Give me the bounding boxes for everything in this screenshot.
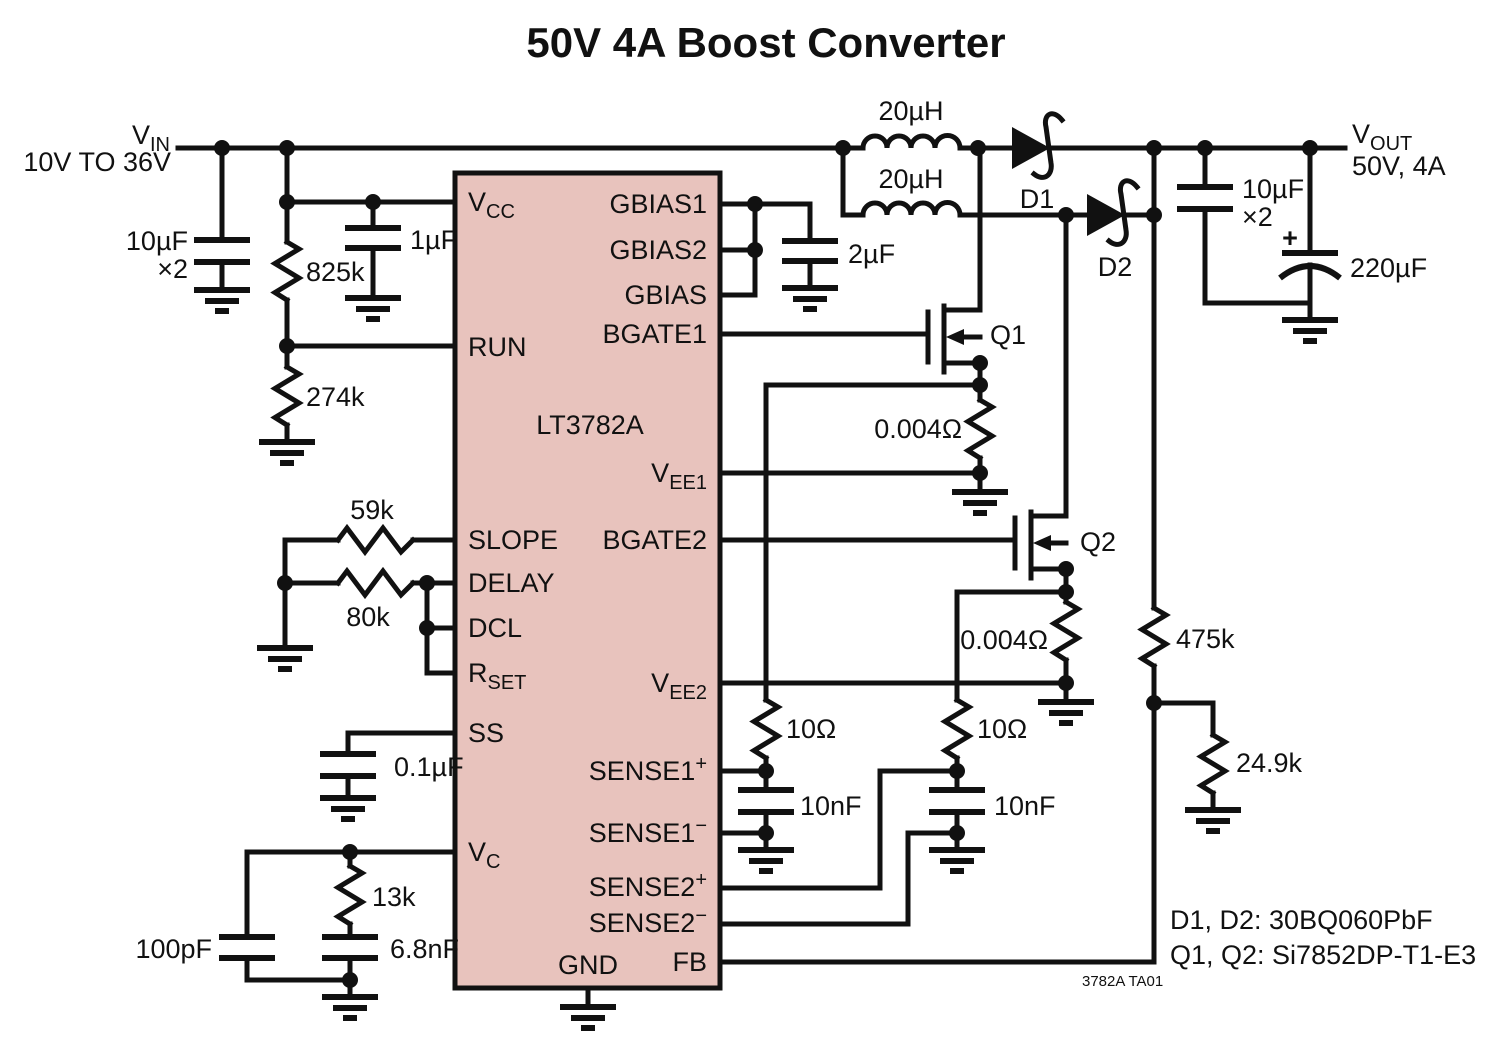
r825k-value: 825k [306, 257, 365, 287]
pin-gbias2: GBIAS2 [609, 235, 707, 265]
mosfet-q2 [1012, 509, 1069, 581]
r13k-value: 13k [372, 882, 416, 912]
cap-1uF [345, 225, 401, 251]
resistor-10ohm-2 [940, 696, 974, 762]
ic-part-number: LT3782A [536, 410, 644, 440]
doc-id: 3782A TA01 [1082, 973, 1163, 990]
vin-label: VIN [132, 120, 170, 156]
output-cap1-value: 10µF [1242, 174, 1304, 204]
c1uF-value: 1µF [410, 225, 457, 255]
pin-delay: DELAY [468, 568, 555, 598]
cap-2uF [782, 238, 838, 264]
vout-spec: 50V, 4A [1352, 151, 1446, 181]
resistor-sense1 [963, 396, 997, 462]
pin-dcl: DCL [468, 613, 522, 643]
ic-body-lt3782a [452, 170, 723, 991]
resistor-274k [270, 363, 304, 429]
pin-vcc: VCC [468, 187, 515, 223]
cap-6p8nF [322, 934, 378, 961]
pin-gbias1: GBIAS1 [609, 189, 707, 219]
ic-left-pin-labels: VCC RUN SLOPE DELAY DCL RSET SS VC [468, 187, 558, 873]
pin-vee2: VEE2 [651, 668, 707, 704]
mosfets [925, 303, 1069, 581]
rsense1-value: 0.004Ω [874, 414, 962, 444]
pin-gbias: GBIAS [624, 280, 707, 310]
c6p8nF-value: 6.8nF [390, 934, 459, 964]
pin-ss: SS [468, 718, 504, 748]
q2-ref: Q2 [1080, 527, 1116, 557]
pin-vee1: VEE1 [651, 458, 707, 494]
input-cap-value: 10µF [126, 226, 188, 256]
c10nF2-value: 10nF [994, 791, 1056, 821]
pin-gnd: GND [558, 950, 618, 980]
pin-sense2-minus: SENSE2− [589, 905, 707, 938]
pin-slope: SLOPE [468, 525, 558, 555]
cap-220uF-electrolytic [1278, 250, 1342, 281]
resistor-59k [334, 523, 417, 557]
resistor-10ohm-1 [749, 696, 783, 762]
r80k-value: 80k [346, 602, 390, 632]
l1-value: 20µH [878, 96, 943, 126]
r10ohm2-value: 10Ω [977, 714, 1027, 744]
r10ohm1-value: 10Ω [786, 714, 836, 744]
note-fets: Q1, Q2: Si7852DP-T1-E3 [1170, 940, 1476, 970]
l2-value: 20µH [878, 164, 943, 194]
resistor-475k [1137, 604, 1171, 670]
pin-sense1-plus: SENSE1+ [589, 753, 707, 786]
inductor-l2 [860, 200, 963, 218]
junction-dots [214, 140, 1318, 988]
resistors [270, 238, 1230, 928]
gbias-cap-value: 2µF [848, 239, 895, 269]
pin-sense1-minus: SENSE1− [589, 815, 707, 848]
cap-10nF-2 [929, 787, 985, 815]
r24p9k-value: 24.9k [1236, 748, 1303, 778]
pin-fb: FB [672, 947, 707, 977]
pin-bgate1: BGATE1 [602, 319, 707, 349]
diode-d1 [1012, 111, 1066, 180]
cap220uF-polarity: + [1282, 223, 1298, 253]
cap220uF-value: 220µF [1350, 253, 1427, 283]
resistor-13k [333, 862, 367, 928]
diodes [1012, 111, 1141, 247]
pin-bgate2: BGATE2 [602, 525, 707, 555]
cap-0p1uF [320, 751, 376, 779]
ic-right-pin-labels: GBIAS1 GBIAS2 GBIAS BGATE1 VEE1 BGATE2 V… [558, 189, 707, 980]
note-diodes: D1, D2: 30BQ060PbF [1170, 905, 1433, 935]
cap-input-10uF [194, 237, 250, 265]
rsense2-value: 0.004Ω [960, 625, 1048, 655]
resistor-80k [334, 566, 417, 600]
vout-label: VOUT [1352, 119, 1412, 155]
ss-cap-value: 0.1µF [394, 752, 464, 782]
q1-ref: Q1 [990, 320, 1026, 350]
inductor-l1 [860, 133, 963, 151]
input-cap-mult: ×2 [157, 254, 188, 284]
resistor-sense2 [1049, 598, 1083, 664]
resistor-825k [270, 238, 304, 304]
pin-rset: RSET [468, 658, 526, 694]
resistor-24p9k [1196, 731, 1230, 797]
cap-10nF-1 [738, 787, 794, 815]
inductors [860, 133, 963, 218]
schematic-title: 50V 4A Boost Converter [526, 19, 1005, 66]
wires [175, 145, 1348, 1010]
cap-100pF [219, 934, 275, 961]
output-cap1-mult: ×2 [1242, 202, 1273, 232]
value-labels: VIN 10V TO 36V 10µF ×2 825k 1µF 274k 59k… [23, 96, 1445, 964]
notes: D1, D2: 30BQ060PbF Q1, Q2: Si7852DP-T1-E… [1082, 905, 1476, 990]
r274k-value: 274k [306, 382, 365, 412]
c100pF-value: 100pF [135, 934, 212, 964]
pin-sense2-plus: SENSE2+ [589, 869, 707, 902]
d2-ref: D2 [1098, 252, 1133, 282]
d1-ref: D1 [1020, 184, 1055, 214]
vin-range: 10V TO 36V [23, 147, 171, 177]
mosfet-q1 [925, 303, 983, 375]
c10nF1-value: 10nF [800, 791, 862, 821]
r475k-value: 475k [1176, 624, 1235, 654]
diode-d2 [1087, 178, 1141, 247]
pin-run: RUN [468, 332, 527, 362]
cap-output-10uF [1177, 184, 1233, 212]
capacitors [194, 184, 1342, 961]
pin-vc: VC [468, 837, 500, 873]
r59k-value: 59k [350, 495, 394, 525]
